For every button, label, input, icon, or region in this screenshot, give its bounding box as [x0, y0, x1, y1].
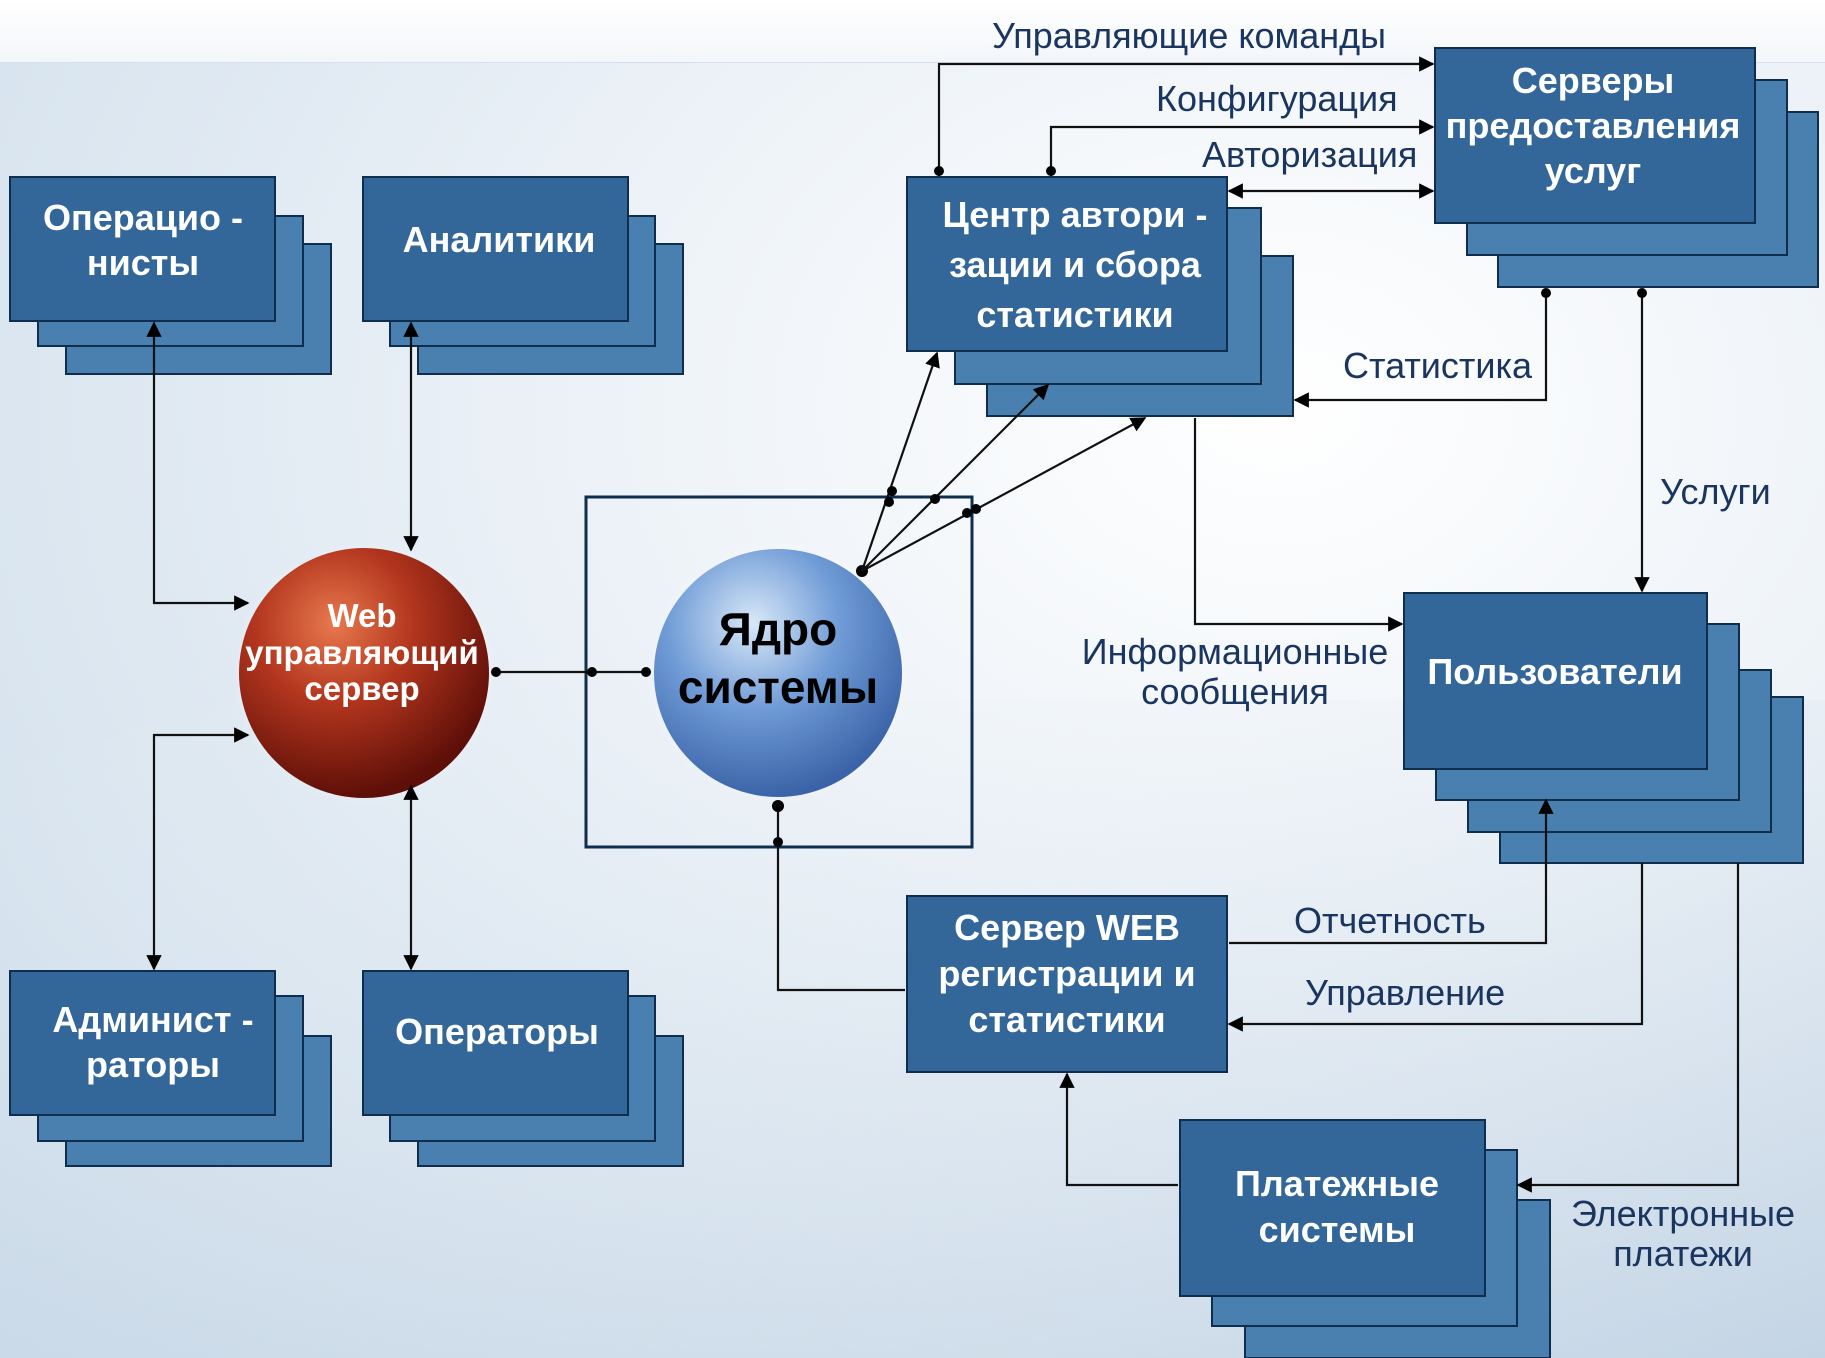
- dot-fan-1: [887, 486, 897, 496]
- edge-statistics: [1293, 293, 1548, 408]
- label-e-payments-2: платежи: [1613, 1233, 1753, 1274]
- dot-frame-left: [587, 667, 597, 677]
- edge-core-auth-3: [861, 417, 1147, 572]
- label-operators: Операторы: [395, 1011, 599, 1052]
- label-analysts: Аналитики: [403, 219, 596, 260]
- sphere-web-server: Web управляющий сервер: [232, 541, 496, 805]
- label-auth-center-2: зации и сбора: [949, 244, 1202, 285]
- label-service-servers-1: Серверы: [1512, 60, 1674, 101]
- label-administrators-2: раторы: [86, 1044, 220, 1085]
- label-administrators-1: Админист -: [52, 999, 253, 1040]
- dot-fan-5: [971, 504, 981, 514]
- edge-operationists-web: [146, 321, 250, 611]
- label-control-commands: Управляющие команды: [992, 15, 1386, 56]
- label-statistics: Статистика: [1343, 345, 1533, 386]
- box-analysts: Аналитики: [362, 176, 684, 375]
- dot-core-left: [641, 667, 651, 677]
- box-operators: Операторы: [362, 970, 684, 1167]
- label-web-server-3: сервер: [304, 670, 419, 707]
- label-reporting: Отчетность: [1294, 900, 1486, 941]
- dot-fan-4: [962, 508, 972, 518]
- label-users: Пользователи: [1427, 651, 1682, 692]
- dot-fan-2: [884, 497, 894, 507]
- label-e-payments-1: Электронные: [1571, 1193, 1795, 1234]
- label-core-2: системы: [678, 661, 878, 713]
- edge-reporting: [1229, 798, 1554, 945]
- box-users: Пользователи: [1403, 592, 1804, 864]
- edge-payment-webreg: [1059, 1072, 1178, 1187]
- box-operationists: Операцио - нисты: [9, 176, 332, 375]
- label-service-servers-2: предоставления: [1446, 105, 1741, 146]
- label-services: Услуги: [1660, 471, 1771, 512]
- edge-core-auth-2: [861, 383, 1050, 572]
- label-management: Управление: [1305, 972, 1505, 1013]
- dot-core-bottom: [772, 800, 784, 812]
- box-administrators: Админист - раторы: [9, 970, 332, 1167]
- edge-core-webreg: [776, 806, 905, 992]
- label-operationists-1: Операцио -: [43, 197, 243, 238]
- label-web-reg-server-2: регистрации и: [938, 953, 1195, 994]
- label-web-reg-server-1: Сервер WEB: [954, 907, 1180, 948]
- box-payment-systems: Платежные системы: [1179, 1119, 1551, 1358]
- dot-statistics: [1541, 288, 1551, 298]
- dot-configuration: [1046, 166, 1056, 176]
- edge-info-messages: [1193, 418, 1404, 632]
- label-web-server-2: управляющий: [245, 634, 478, 671]
- label-payment-systems-2: системы: [1259, 1209, 1416, 1250]
- label-configuration: Конфигурация: [1156, 78, 1398, 119]
- dot-frame-bottom: [773, 837, 783, 847]
- edge-management: [1227, 863, 1644, 1032]
- edge-core-auth-1: [860, 351, 940, 572]
- top-bar: [0, 0, 1825, 63]
- box-web-reg-server: Сервер WEB регистрации и статистики: [906, 895, 1228, 1073]
- dot-control-commands: [934, 166, 944, 176]
- label-authorization: Авторизация: [1202, 134, 1417, 175]
- label-service-servers-3: услуг: [1545, 150, 1642, 191]
- dot-web-out: [491, 667, 501, 677]
- box-auth-center: Центр автори - зации и сбора статистики: [906, 176, 1294, 417]
- dot-fan-3: [930, 494, 940, 504]
- box-service-servers: Серверы предоставления услуг: [1434, 47, 1819, 288]
- label-auth-center-1: Центр автори -: [942, 194, 1207, 235]
- label-auth-center-3: статистики: [976, 294, 1173, 335]
- dot-services: [1637, 288, 1647, 298]
- label-web-reg-server-3: статистики: [968, 999, 1165, 1040]
- label-operationists-2: нисты: [87, 242, 199, 283]
- edge-control-commands: [937, 56, 1435, 176]
- sphere-core: Ядро системы: [646, 541, 910, 805]
- edge-e-payments: [1516, 863, 1740, 1193]
- edge-configuration: [1049, 119, 1435, 176]
- label-payment-systems-1: Платежные: [1235, 1163, 1439, 1204]
- label-info-messages-1: Информационные: [1082, 631, 1389, 672]
- label-web-server-1: Web: [327, 597, 396, 634]
- label-info-messages-2: сообщения: [1141, 671, 1329, 712]
- label-core-1: Ядро: [719, 603, 837, 655]
- edge-administrators-web: [146, 727, 250, 971]
